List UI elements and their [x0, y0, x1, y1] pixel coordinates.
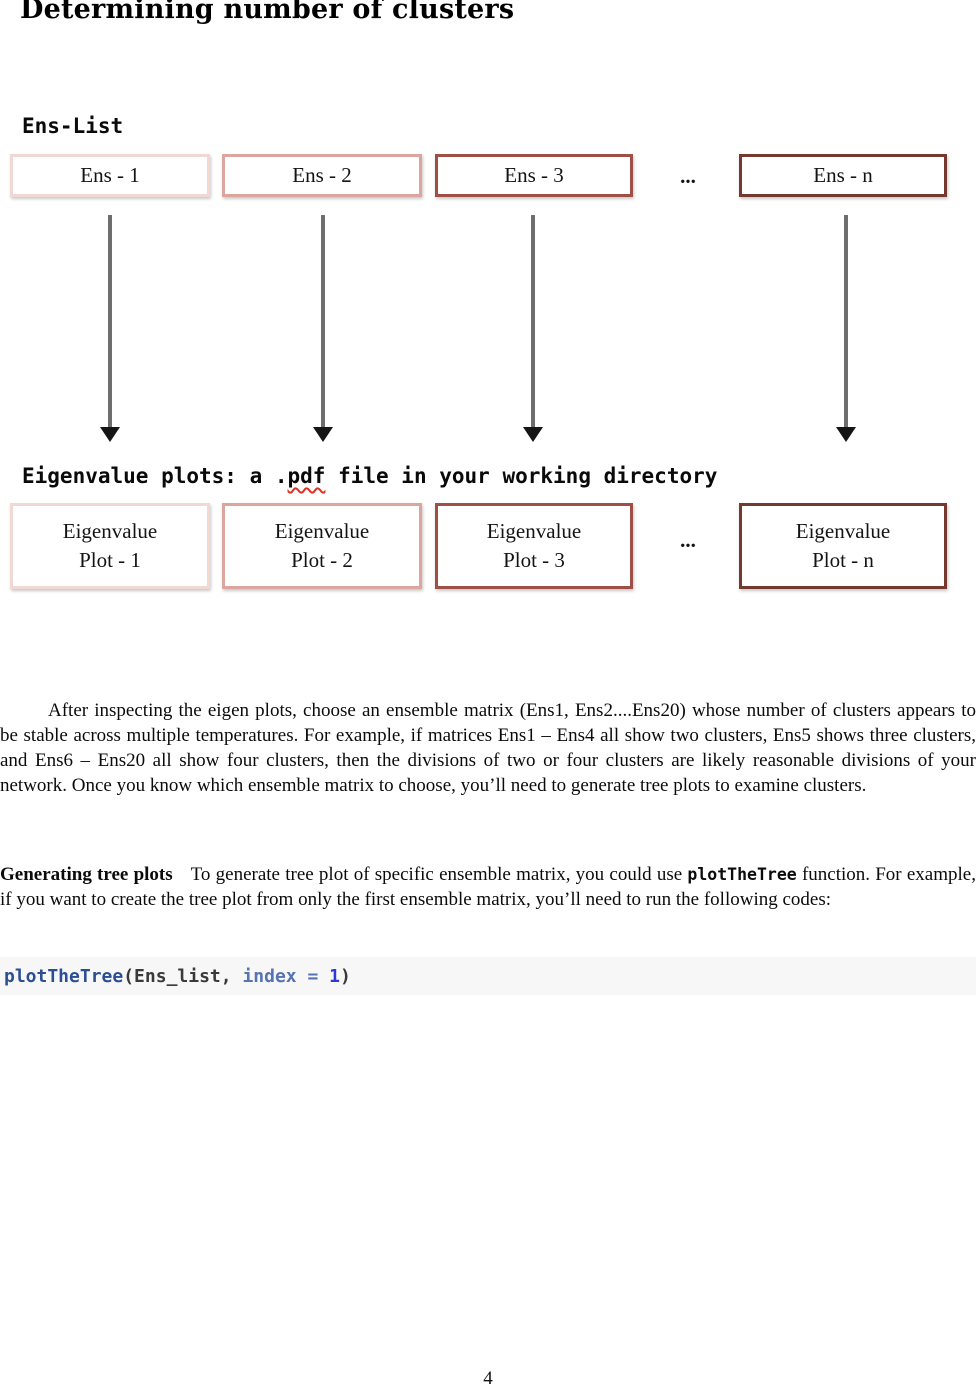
- code-args: (Ens_list,: [123, 965, 243, 987]
- ens-box-3: Ens - 3: [435, 154, 633, 197]
- arrow-head: [523, 427, 543, 442]
- code-close-paren: ): [339, 965, 351, 987]
- code-block: plotTheTree(Ens_list, index = 1): [0, 957, 976, 995]
- ellipsis-row2: ...: [680, 528, 696, 552]
- p2-text-before-code: To generate tree plot of specific ensemb…: [190, 864, 688, 885]
- inline-code-plotthetree: plotTheTree: [687, 865, 797, 884]
- generating-tree-plots-heading: Generating tree plots: [0, 864, 173, 885]
- arrow-head: [313, 427, 333, 442]
- arrow-head: [836, 427, 856, 442]
- page-title: Determining number of clusters: [20, 0, 515, 25]
- down-arrow-icon: [313, 215, 333, 443]
- ellipsis-row1: ...: [680, 164, 696, 188]
- arrow-shaft: [844, 215, 848, 429]
- eigen-plot-line2: Plot - 1: [79, 548, 141, 572]
- eigen-label-after: file in your working directory: [325, 464, 718, 488]
- eigen-plot-line1: Eigenvalue: [795, 519, 891, 543]
- page-number: 4: [483, 1368, 493, 1389]
- eigen-plot-line2: Plot - n: [812, 548, 874, 572]
- eigen-plot-line2: Plot - 2: [291, 548, 353, 572]
- paragraph-generating-tree-plots: Generating tree plots To generate tree pl…: [0, 862, 976, 912]
- arrow-shaft: [108, 215, 112, 429]
- code-function-name: plotTheTree: [4, 965, 124, 987]
- p2-text-after-code: function. For example, if you want to cr…: [0, 864, 976, 910]
- code-line: plotTheTree(Ens_list, index = 1): [0, 966, 351, 987]
- ens-box-2: Ens - 2: [222, 154, 422, 197]
- eigen-label-before: Eigenvalue plots: a .: [22, 464, 288, 488]
- code-number: 1: [329, 965, 340, 987]
- arrow-head: [100, 427, 120, 442]
- ens-list-label: Ens-List: [22, 114, 124, 138]
- down-arrow-icon: [523, 215, 543, 443]
- arrow-shaft: [531, 215, 535, 429]
- down-arrow-icon: [100, 215, 120, 443]
- eigen-plot-line1: Eigenvalue: [62, 519, 158, 543]
- ens-box-1: Ens - 1: [10, 154, 210, 197]
- eigenvalue-plots-label: Eigenvalue plots: a .pdf file in your wo…: [22, 464, 717, 488]
- ens-box-n: Ens - n: [739, 154, 947, 197]
- eigen-label-misspelled-word: pdf: [287, 464, 326, 488]
- eigen-plot-line1: Eigenvalue: [486, 519, 582, 543]
- down-arrow-icon: [836, 215, 856, 443]
- arrow-shaft: [321, 215, 325, 429]
- eigen-plot-line2: Plot - 3: [503, 548, 565, 572]
- eigen-plot-line1: Eigenvalue: [274, 519, 370, 543]
- code-arg-name: index =: [242, 965, 330, 987]
- paragraph-inspect-eigen-plots: After inspecting the eigen plots, choose…: [0, 700, 976, 796]
